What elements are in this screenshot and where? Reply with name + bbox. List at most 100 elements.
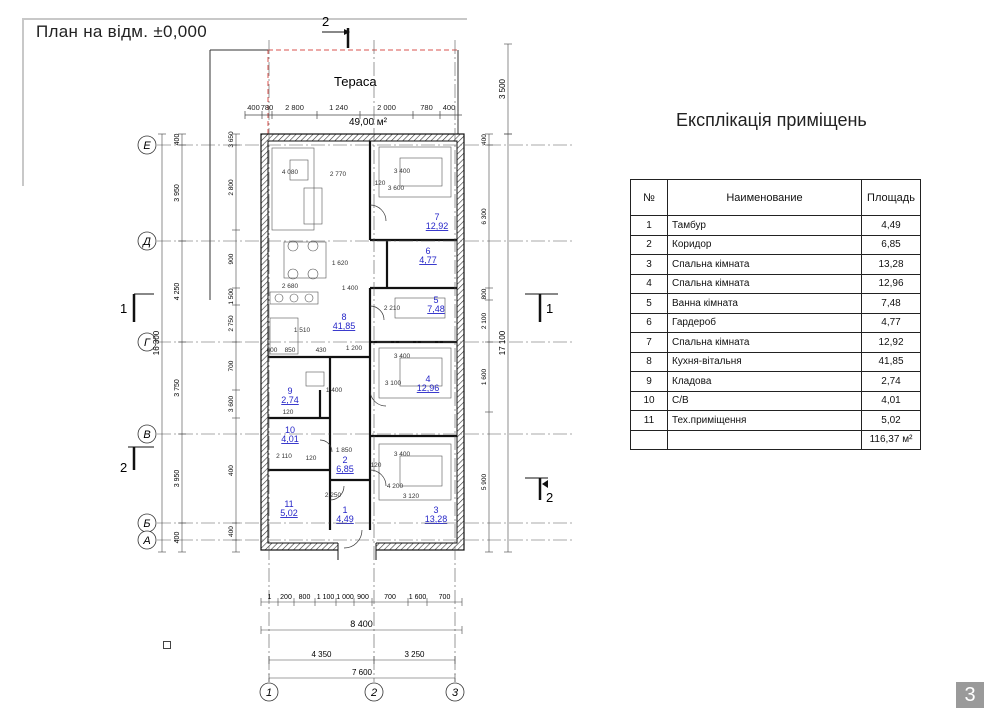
axis-label: Г	[144, 337, 151, 349]
dim-label: 400	[228, 526, 235, 537]
cell-area: 4,49	[861, 215, 921, 236]
axis-label: Е	[143, 140, 151, 152]
inner-dim-label: 120	[283, 409, 294, 416]
section-marker-top: 2	[322, 14, 350, 48]
room-number: 2	[342, 455, 347, 465]
dim-label: 200	[280, 594, 292, 601]
dim-label: 3 250	[404, 650, 425, 659]
axis-label: А	[142, 535, 150, 547]
explication-title: Експлікація приміщень	[676, 110, 867, 130]
dim-label: 1 600	[481, 368, 488, 385]
dim-label: 400	[174, 532, 181, 544]
dim-label: 4 350	[311, 650, 332, 659]
dim-label: 3 600	[228, 395, 235, 412]
inner-dim-label: 4 080	[282, 169, 299, 176]
room-number: 6	[425, 246, 430, 256]
inner-dim-label: 120	[306, 455, 317, 462]
inner-dim-label: 600	[267, 347, 278, 354]
inner-dim-label: 3 100	[385, 380, 402, 387]
dim-label: 400	[481, 134, 488, 145]
inner-dim-label: 3 400	[394, 451, 411, 458]
inner-dim-label: 430	[316, 347, 327, 354]
axis-label: В	[143, 429, 150, 441]
dim-label: 400	[443, 103, 456, 112]
dim-label: 6 300	[481, 208, 488, 225]
section-label-left-1: 1	[120, 301, 127, 316]
axis-label: Д	[141, 236, 151, 248]
inner-dim-label: 2 770	[330, 171, 347, 178]
cell-num: 7	[630, 332, 668, 353]
col-header-num: №	[630, 179, 668, 216]
room-area: 12,96	[417, 383, 440, 393]
inner-dim-label: 1 400	[342, 285, 359, 292]
small-square-mark	[163, 641, 171, 649]
cell-name: Коридор	[667, 234, 862, 255]
room-number: 10	[285, 425, 295, 435]
axis-bubble	[364, 682, 384, 702]
inner-dim-label: 4 200	[387, 483, 404, 490]
cell-area: 6,85	[861, 234, 921, 255]
cell-name: Тамбур	[667, 215, 862, 236]
room-area: 4,49	[336, 514, 354, 524]
dim-label: 8 400	[350, 619, 373, 629]
dim-label: 780	[261, 103, 274, 112]
cell-name: Спальна кімната	[667, 273, 862, 294]
dim-label: 900	[228, 253, 235, 264]
inner-dim-label: 3 400	[394, 353, 411, 360]
room-number: 4	[425, 374, 430, 384]
dim-label: 400	[228, 465, 235, 476]
cell-name: Кладова	[667, 371, 862, 392]
cell-name: Спальна кімната	[667, 254, 862, 275]
dim-label: 3 500	[498, 78, 507, 99]
section-markers-side: 1 1 2 2	[120, 293, 558, 505]
cell-num: 3	[630, 254, 668, 275]
inner-dim-label: 120	[375, 180, 386, 187]
dim-label: 1 000	[336, 594, 354, 601]
cell-area: 4,77	[861, 312, 921, 333]
room-number: 1	[342, 505, 347, 515]
section-label-right-2: 2	[546, 490, 553, 505]
axis-bubble	[137, 530, 157, 550]
dim-label: 16 300	[152, 330, 161, 355]
room-area: 6,85	[336, 464, 354, 474]
cell-name: С/В	[667, 390, 862, 411]
dim-label: 1 240	[329, 103, 348, 112]
dim-label: 900	[357, 594, 369, 601]
cell-name: Гардероб	[667, 312, 862, 333]
inner-dim-label: 3 120	[403, 493, 420, 500]
room-number: 11	[284, 499, 293, 509]
room-area: 12,92	[426, 221, 449, 231]
axis-bubble	[137, 424, 157, 444]
cell-num: 5	[630, 293, 668, 314]
cell-num: 9	[630, 371, 668, 392]
dim-label: 3 650	[228, 131, 235, 148]
inner-dim-label: 1 620	[332, 260, 349, 267]
cell-name: Спальна кімната	[667, 332, 862, 353]
dim-label: 5 900	[481, 473, 488, 490]
dim-label: 700	[384, 594, 396, 601]
dim-label: 2 000	[377, 103, 396, 112]
terrace-label: Тераса	[334, 74, 377, 89]
inner-dim-label: 1 510	[294, 327, 311, 334]
cell-name: Тех.приміщення	[667, 410, 862, 431]
cell-num: 11	[630, 410, 668, 431]
cell-num: 1	[630, 215, 668, 236]
dim-label: 400	[174, 134, 181, 146]
room-number: 8	[341, 312, 346, 322]
room-labels: 712,9264,7757,48841,85412,9692,74104,012…	[280, 212, 448, 524]
dim-label: 2 800	[285, 103, 304, 112]
dim-label: 3 950	[174, 184, 181, 202]
